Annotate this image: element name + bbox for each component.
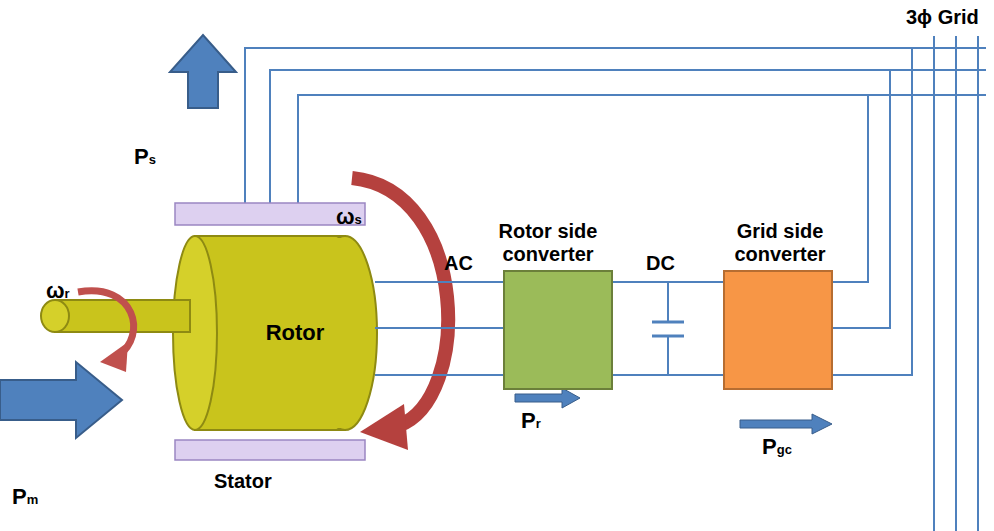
power-label: Pm (12, 484, 38, 510)
arrow-head (360, 404, 408, 450)
power-label: Pr (521, 408, 541, 434)
converter-outline (723, 270, 833, 390)
gsc-wire (833, 95, 868, 282)
gsc-wire (833, 48, 912, 375)
wire (667, 282, 669, 322)
power-arrow (740, 414, 832, 434)
power-label: Pgc (762, 434, 792, 460)
power-arrow (515, 388, 580, 408)
dc-link (613, 282, 723, 375)
wire (667, 336, 669, 375)
power-label: Ps (134, 144, 156, 170)
wire (375, 374, 503, 376)
gsc-wire (833, 70, 890, 328)
ac-wires (375, 282, 503, 375)
grid-label: 3ϕ Grid (906, 6, 979, 29)
rotation-arrow (352, 178, 448, 426)
part-name: Stator (214, 470, 272, 493)
edge-label: AC (444, 252, 473, 275)
speed-label: ωr (46, 278, 70, 304)
grid-line (933, 36, 935, 531)
node-title: Rotor side converter (468, 220, 628, 266)
node-title: Rotor (215, 320, 375, 345)
capacitor-plate (652, 335, 684, 338)
node-title: Grid side converter (700, 220, 860, 266)
arrow-head (100, 342, 128, 372)
capacitor-plate (652, 321, 684, 324)
stator-wire (298, 95, 986, 205)
speed-label: ωs (336, 204, 362, 230)
power-arrow (0, 362, 122, 438)
converter-outline (503, 270, 613, 390)
power-arrow (170, 35, 236, 108)
edge-label: DC (646, 252, 675, 275)
wire (375, 327, 503, 329)
rotor-cylinder: Rotor (215, 236, 375, 430)
grid-line (955, 36, 957, 531)
wire (375, 281, 503, 283)
shaft-end (41, 300, 69, 332)
stator-bar (175, 440, 365, 460)
converter-box: Grid side converter (700, 205, 860, 395)
grid-line (977, 36, 979, 531)
converter-box: Rotor side converter (468, 205, 628, 395)
